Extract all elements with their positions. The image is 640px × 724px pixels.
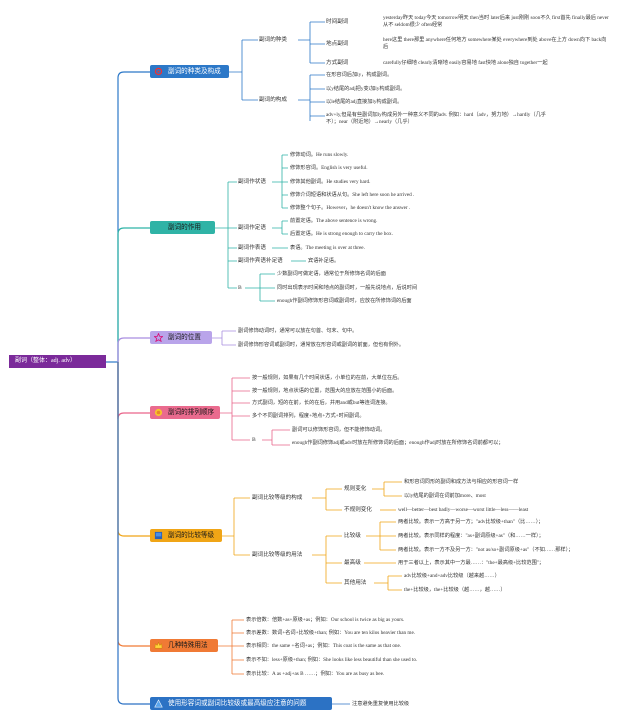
function-note: enough作副词修饰形容词或副词时，应放在所修饰词的后面 bbox=[277, 298, 412, 304]
kinds-label: 副词的种类 bbox=[259, 37, 287, 43]
function-example: 修饰形容词。English is very useful. bbox=[290, 165, 368, 171]
gear-icon bbox=[154, 67, 163, 76]
flag-icon bbox=[154, 531, 163, 540]
formation-rule: 在形容词后加ly，构成副词。 bbox=[326, 72, 393, 78]
order-rule: 方式副词，短的在前，长的在后，并用and或but等连词连接。 bbox=[252, 400, 391, 406]
irregular-change-label: 不规则变化 bbox=[344, 507, 372, 513]
position-rule: 副词修饰动词时，通常可以放在句首、句末、句中。 bbox=[238, 328, 358, 334]
root-node[interactable]: 副词（整体：adj. adv） bbox=[9, 355, 106, 368]
section-position[interactable]: 副词的位置 bbox=[150, 331, 212, 344]
badge-icon bbox=[154, 408, 163, 417]
b-label: B bbox=[238, 285, 242, 291]
section-function[interactable]: 副词的作用 bbox=[150, 221, 215, 234]
special-usage: 表示比较：A as +adj+as B ……；例如：You are as bus… bbox=[246, 671, 385, 677]
section-label: 副词的作用 bbox=[168, 224, 201, 231]
irregular-change-text: well—better—best badly—worse—worst littl… bbox=[398, 507, 529, 513]
function-example: 前置定语。The above sentence is wrong. bbox=[290, 218, 378, 224]
adverbial-label: 副词作状语 bbox=[238, 179, 266, 185]
order-note: 副词可以修饰形容词，但不能修饰动词。 bbox=[292, 427, 386, 433]
section-label: 副词的比较等级 bbox=[168, 532, 215, 539]
section-label: 副词的位置 bbox=[168, 334, 201, 341]
superlative-label: 最高级 bbox=[344, 560, 361, 566]
function-example: 表语。The meeting is over at three. bbox=[290, 245, 365, 251]
comparative-rule: 两者比较。表示同样的程度："as+副词原级+as"（和……一样）； bbox=[398, 533, 544, 539]
section-order[interactable]: 副词的排列顺序 bbox=[150, 406, 220, 419]
order-note: enough作副词修饰adj或adv时放在所修饰词的后面；enough作adj时… bbox=[292, 440, 504, 446]
regular-change-label: 规则变化 bbox=[344, 486, 367, 492]
comparative-rule: 两者比较。表示一方不及另一方："not as/so+副词原级+as"（不如……那… bbox=[398, 547, 574, 553]
star-icon bbox=[154, 333, 163, 342]
time-adverb-text: yesterday昨天 today今天 tomorrow明天 then当时 la… bbox=[383, 15, 609, 28]
superlative-rule: 用于三者以上，表示其中一方最……："the+最高级+比较范围"； bbox=[398, 560, 545, 566]
formation-rule: 以y结尾的adj把y变i加ly构成副词。 bbox=[326, 86, 406, 92]
function-example: 修饰整个句子。However，he doesn't know the answe… bbox=[290, 205, 411, 211]
regular-change-rule: 以ly结尾的副词在词前加more、most bbox=[404, 493, 486, 499]
section-label: 副词的排列顺序 bbox=[168, 409, 215, 416]
function-example: 宾语补足语。 bbox=[308, 258, 340, 264]
regular-change-rule: 和形容词同形的副词和成方法与相应的形容词一样 bbox=[404, 479, 519, 485]
formation-rule: adv+ly,但是有些副词加ly构成另外一种意义不同的adv. 例如：hard（… bbox=[326, 112, 546, 125]
function-note: 同时出现表示时间和地点的副词时，一般先说地点，后说时间 bbox=[277, 285, 418, 291]
other-usage-rule: adv比较级+and+adv比较级（越来越……） bbox=[404, 573, 500, 579]
section-comparison[interactable]: 副词的比较等级 bbox=[150, 529, 222, 542]
function-example: 修饰其他副词。He studies very hard. bbox=[290, 179, 371, 185]
function-example: 后置定语。He is strong enough to carry the bo… bbox=[290, 231, 393, 237]
section-label: 副词的种类及构成 bbox=[168, 68, 221, 75]
section-types-and-formation[interactable]: 副词的种类及构成 bbox=[150, 65, 229, 78]
special-usage: 表示不如：less+原级+than; 例如：She looks like les… bbox=[246, 657, 418, 663]
other-usage-label: 其他用法 bbox=[344, 580, 367, 586]
section-label: 几种特殊用法 bbox=[168, 642, 208, 649]
section-special-usages[interactable]: 几种特殊用法 bbox=[150, 639, 218, 652]
formation-rule: 以le结尾的adj直接加ly构成副词。 bbox=[326, 99, 403, 105]
special-usage: 表示差数：数词+名词+比较级+than; 例如：You are ten kilo… bbox=[246, 630, 416, 636]
function-example: 修饰介词短语和状语从句。She left here soon he arrive… bbox=[290, 192, 415, 198]
b-label: B bbox=[252, 437, 256, 443]
comparative-rule: 两者比较。表示一方高于另一方；"adv比较级+than"（比……）； bbox=[398, 519, 544, 525]
object-complement-label: 副词作宾语补足语 bbox=[238, 258, 283, 264]
manner-adverb-text: carefully仔细地 clearly清晰地 easily容易地 fast快地… bbox=[383, 60, 548, 66]
manner-adverb-label: 方式副词 bbox=[326, 60, 349, 66]
order-rule: 多个不同副词排列，程度+地点+方式+时间副词。 bbox=[252, 413, 365, 419]
function-note: 少数副词可做定语，通常位于所修饰名词的后面 bbox=[277, 271, 386, 277]
place-adverb-text: here这里 there那里 anywhere任何地方 somewhere某处 … bbox=[383, 37, 607, 50]
special-usage: 表示倍数：倍数+as+原级+as；例如：Our school is twice … bbox=[246, 617, 405, 623]
predicative-label: 副词作表语 bbox=[238, 245, 266, 251]
order-rule: 按一般规则，如果有几个时间状语，小单位的在前，大单位在后。 bbox=[252, 375, 403, 381]
comparative-label: 比较级 bbox=[344, 533, 361, 539]
function-example: 修饰动词。He runs slowly. bbox=[290, 152, 349, 158]
crown-icon bbox=[154, 641, 163, 649]
formation-label: 副词的构成 bbox=[259, 97, 287, 103]
place-adverb-label: 地点副词 bbox=[326, 41, 349, 47]
triangle-icon bbox=[154, 699, 163, 708]
other-usage-rule: the+比较级，the+比较级（越……，越……） bbox=[404, 587, 506, 593]
comparison-formation-label: 副词比较等级的构成 bbox=[252, 495, 303, 501]
note-text: 注意避免重复使用比较级 bbox=[352, 701, 410, 707]
attributive-label: 副词作定语 bbox=[238, 225, 266, 231]
section-notes[interactable]: 使用形容词或副词比较级或最高级应注意的问题 bbox=[150, 697, 332, 710]
comparison-usage-label: 副词比较等级的用法 bbox=[252, 552, 303, 558]
section-label: 使用形容词或副词比较级或最高级应注意的问题 bbox=[168, 700, 307, 707]
special-usage: 表示相同：the same +名词+as；例如：This coat is the… bbox=[246, 643, 402, 649]
position-rule: 副词修饰形容词或副词时，通常放在形容词或副词的前面，但也有例外。 bbox=[238, 342, 405, 348]
order-rule: 按一般规则，地点状语的位置，范围大的应放在范围小的后面。 bbox=[252, 388, 398, 394]
time-adverb-label: 时间副词 bbox=[326, 19, 349, 25]
